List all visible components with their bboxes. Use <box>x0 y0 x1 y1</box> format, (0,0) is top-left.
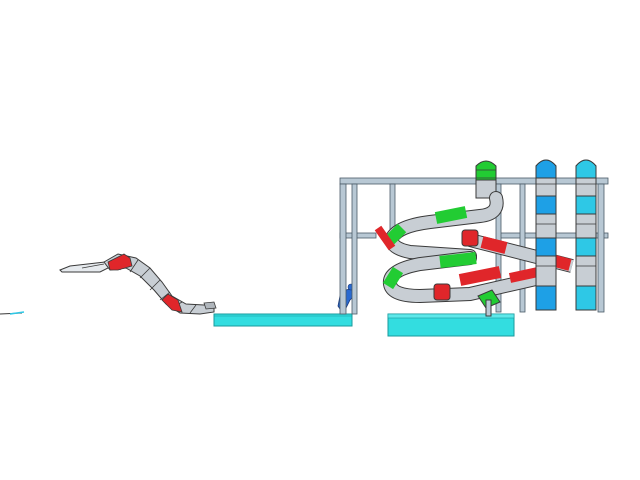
left-slide <box>59 253 217 315</box>
right-base-pool <box>387 313 515 337</box>
left-slide-red-bottom <box>161 293 183 313</box>
left-edge-marker <box>0 311 25 315</box>
spiral-red-drum-2 <box>433 283 451 301</box>
blue-vertical-tube <box>535 159 557 311</box>
spiral-exit-green <box>477 289 501 309</box>
cyan-vertical-tube <box>575 159 597 311</box>
spiral-red-drum-1 <box>461 229 479 247</box>
spiral-slide <box>374 160 574 317</box>
left-slide-red-top <box>107 253 133 271</box>
left-splash-pool <box>213 313 353 327</box>
